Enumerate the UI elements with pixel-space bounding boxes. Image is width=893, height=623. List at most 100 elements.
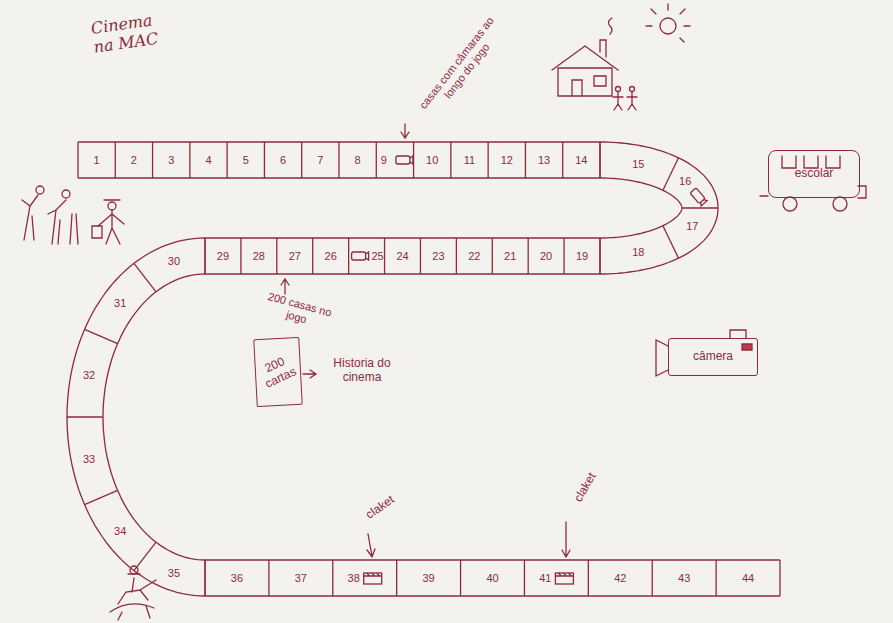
cell-divider [348,238,349,274]
cell-divider [652,560,653,596]
film-camera: câmera [668,338,758,376]
leader-arrow [562,522,570,557]
square-number: 18 [623,244,653,260]
house-wall [558,68,612,96]
board-square: 33 [74,451,104,467]
cell-divider [384,238,385,274]
square-number: 4 [194,152,224,168]
cell-divider [134,542,156,570]
stick-figure [627,92,637,110]
square-number: 39 [414,570,444,586]
camera-lens [410,156,413,164]
board-square: 21 [495,248,525,264]
square-number: 16 [670,173,700,189]
cell-divider [189,142,190,178]
square-number: 37 [286,570,316,586]
cell-divider [563,238,564,274]
leader-arrow [281,279,289,294]
square-number: 32 [74,367,104,383]
square-number: 38 [339,570,369,586]
square-number: 44 [733,570,763,586]
cell-divider [779,560,780,596]
board-square: 32 [74,367,104,383]
square-number: 12 [492,152,522,168]
clapper-board [364,573,382,584]
cell-divider [226,142,227,178]
board-square: 4 [194,152,224,168]
cell-divider [599,238,600,274]
square-number: 26 [316,248,346,264]
board-square: 27 [280,248,310,264]
clapper-icon [364,573,382,584]
cell-divider [525,142,526,178]
cell-divider [338,142,339,178]
cell-divider [450,142,451,178]
board-square: 10 [417,152,447,168]
cell-divider [715,560,716,596]
board-square: 24 [388,248,418,264]
cell-divider [487,142,488,178]
square-number: 42 [605,570,635,586]
board-square: 25 [363,248,393,264]
bus-details [760,156,866,211]
node-text: 200 cartas [256,352,300,392]
rider-sketch [110,566,156,620]
square-number: 31 [105,295,135,311]
cell-divider [588,560,589,596]
cell-divider [663,226,679,258]
camera-viewfinder [742,344,752,350]
sun-disc [660,18,676,34]
camera-body [352,252,366,260]
clapper-label: claket [355,487,404,527]
square-number: 40 [478,570,508,586]
board-square: 43 [669,570,699,586]
leader-arrow [367,534,375,557]
cell-divider [85,490,118,504]
chimney-smoke [608,18,612,34]
board-square: 6 [268,152,298,168]
leader-arrows [281,124,570,557]
house-roof [552,46,618,70]
school-bus: escolar [768,150,860,198]
board-square: 7 [305,152,335,168]
clapper-stripes [555,573,573,576]
board-square: 16 [670,173,700,189]
stick-head [616,87,621,92]
board-square: 37 [286,570,316,586]
note-text: 200 casas no jogo [260,289,336,333]
square-number: 25 [363,248,393,264]
cell-divider [420,238,421,274]
stick-head [630,87,635,92]
square-number: 29 [208,248,238,264]
track-edge [67,178,780,596]
camera-lens [366,252,369,260]
board-square: 35 [159,565,189,581]
square-number: 5 [231,152,261,168]
board-square: 29 [208,248,238,264]
square-number: 14 [566,152,596,168]
camera-icon [396,156,413,164]
cell-divider [276,238,277,274]
board-square: 14 [566,152,596,168]
board-square: 9 [369,152,399,168]
cell-divider [152,142,153,178]
cell-divider [240,238,241,274]
cell-divider [332,560,333,596]
board-square: 5 [231,152,261,168]
board-square: 19 [567,248,597,264]
board-square: 34 [105,523,135,539]
stick-head [108,202,116,210]
leader-arrow [303,370,316,378]
cell-divider [204,238,205,274]
cell-divider [77,142,78,178]
camera-lens [656,340,668,376]
cell-divider [456,238,457,274]
cell-divider [528,238,529,274]
square-number: 8 [343,152,373,168]
clapper-label: claket [566,462,603,512]
cell-divider [562,142,563,178]
square-number: 36 [222,570,252,586]
square-number: 43 [669,570,699,586]
board-square: 22 [459,248,489,264]
bus-bumpers [760,186,866,198]
